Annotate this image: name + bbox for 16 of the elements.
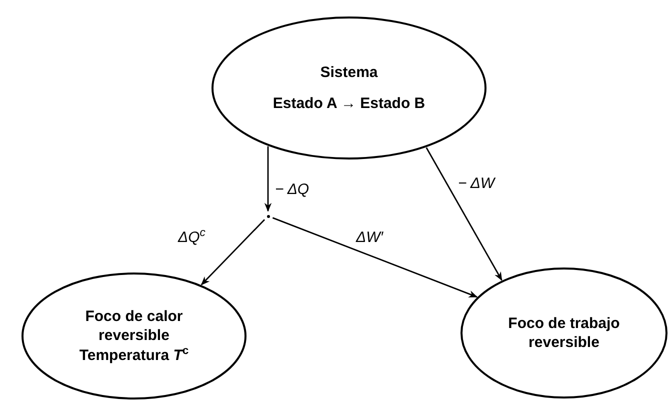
edge-label: − ΔQ	[273, 182, 312, 197]
ellipse-node	[460, 267, 668, 399]
arrow	[272, 217, 478, 298]
edge-label: ΔW′	[354, 230, 386, 245]
junction-point	[266, 214, 270, 218]
edge-label: ΔQ$^{c}$	[176, 230, 208, 245]
ellipse-node	[211, 16, 487, 160]
node-label: Sistema	[319, 62, 379, 82]
node-label: Estado A → Estado B	[272, 94, 426, 114]
ellipse-node	[21, 272, 247, 400]
node-label: Foco de calor reversible Temperatura T$^{c}$	[78, 306, 190, 366]
arrow	[200, 219, 266, 286]
node-label: Foco de trabajo reversible	[507, 314, 621, 352]
edge-label: − ΔW	[456, 176, 497, 191]
arrow	[426, 147, 502, 281]
arrow	[264, 146, 272, 212]
